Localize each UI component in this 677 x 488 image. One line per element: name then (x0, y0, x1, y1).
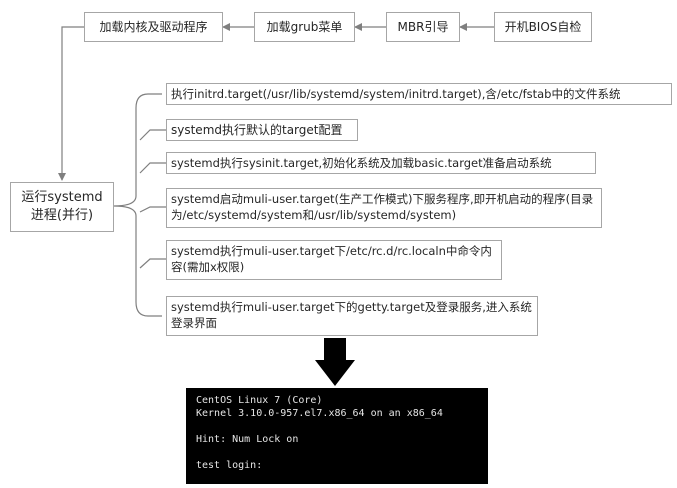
step-4: systemd启动muli-user.target(生产工作模式)下服务程序,即… (166, 188, 602, 228)
bios-box: 开机BIOS自检 (494, 12, 592, 42)
step-3-text: systemd执行sysinit.target,初始化系统及加载basic.ta… (171, 156, 552, 170)
branch-step-5 (139, 258, 166, 269)
terminal-line: Hint: Num Lock on (196, 434, 299, 445)
step-1: 执行initrd.target(/usr/lib/systemd/system/… (166, 83, 672, 105)
step-1-text: 执行initrd.target(/usr/lib/systemd/system/… (171, 87, 621, 101)
step-2-text: systemd执行默认的target配置 (171, 123, 343, 137)
mbr-box: MBR引导 (386, 12, 460, 42)
branch-step-2 (139, 129, 166, 141)
terminal-login-prompt[interactable]: test login: (196, 460, 263, 471)
terminal-line (196, 446, 478, 459)
kernel-box: 加载内核及驱动程序 (84, 12, 223, 42)
terminal-line (196, 420, 478, 433)
grub-label: 加载grub菜单 (266, 20, 343, 34)
step-5-text: systemd执行muli-user.target下/etc/rc.d/rc.l… (171, 244, 492, 274)
login-terminal: CentOS Linux 7 (Core) Kernel 3.10.0-957.e… (186, 388, 488, 484)
bios-label: 开机BIOS自检 (504, 20, 582, 34)
step-2: systemd执行默认的target配置 (166, 119, 358, 141)
brace-connector (113, 93, 162, 317)
step-4-text: systemd启动muli-user.target(生产工作模式)下服务程序,即… (171, 192, 594, 222)
systemd-box: 运行systemd进程(并行) (10, 182, 114, 232)
systemd-label: 运行systemd进程(并行) (21, 190, 103, 223)
mbr-label: MBR引导 (397, 20, 449, 34)
step-5: systemd执行muli-user.target下/etc/rc.d/rc.l… (166, 240, 502, 280)
arrow-kernel-to-systemd (58, 26, 84, 181)
step-6: systemd执行muli-user.target下的getty.target及… (166, 296, 538, 336)
branch-step-4 (139, 206, 166, 213)
step-6-text: systemd执行muli-user.target下的getty.target及… (171, 300, 532, 330)
terminal-line: CentOS Linux 7 (Core) (196, 395, 323, 406)
big-down-arrow (315, 338, 355, 386)
branch-step-3 (139, 162, 166, 174)
terminal-line: Kernel 3.10.0-957.el7.x86_64 on an x86_6… (196, 408, 443, 419)
grub-box: 加载grub菜单 (254, 12, 355, 42)
step-3: systemd执行sysinit.target,初始化系统及加载basic.ta… (166, 152, 596, 174)
kernel-label: 加载内核及驱动程序 (99, 20, 208, 34)
